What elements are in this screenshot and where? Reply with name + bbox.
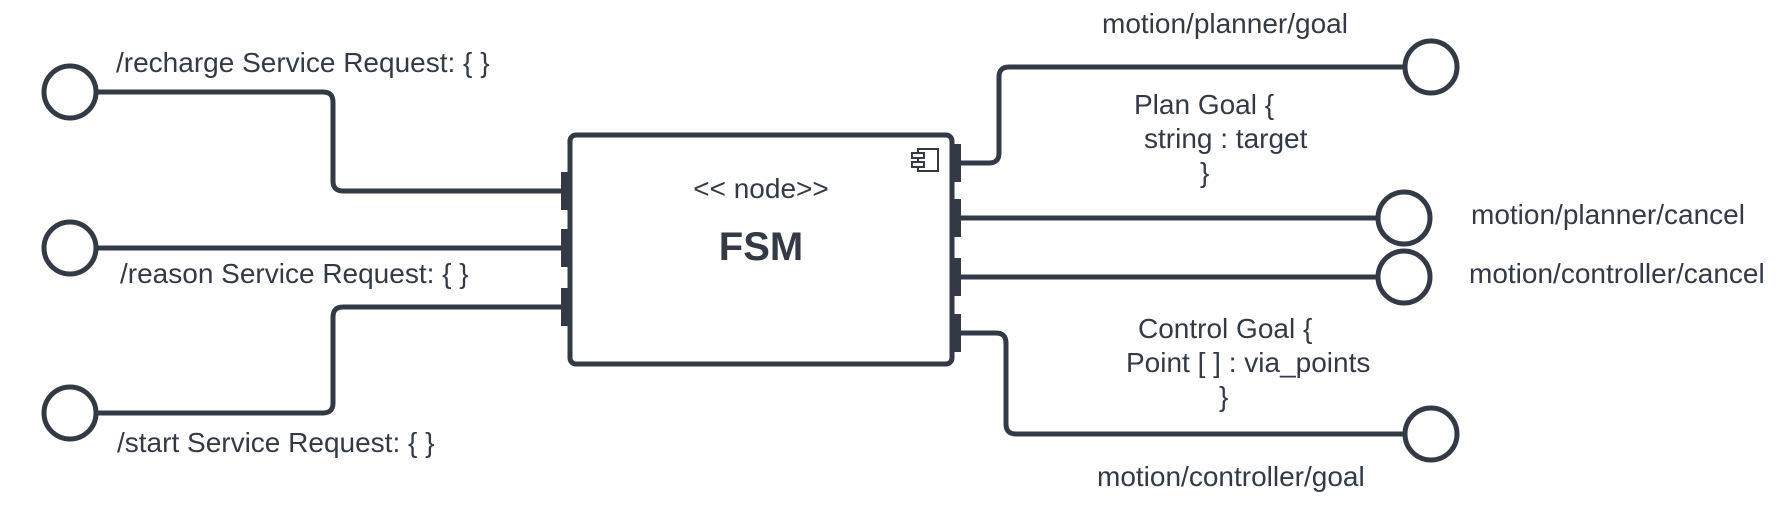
node-title: FSM — [719, 225, 803, 269]
planner-goal-label: motion/planner/goal — [1102, 8, 1348, 39]
start-wire — [92, 304, 568, 416]
plan-goal-line-3: } — [1200, 157, 1209, 188]
planner-cancel-interface-circle — [1375, 189, 1433, 247]
port-planner-goal — [952, 144, 961, 182]
uml-component-icon — [911, 148, 939, 172]
port-start — [561, 288, 570, 326]
port-recharge — [561, 172, 570, 210]
port-controller-goal — [952, 314, 961, 352]
controller-cancel-label: motion/controller/cancel — [1469, 258, 1765, 289]
port-planner-cancel — [952, 199, 961, 237]
controller-goal-label: motion/controller/goal — [1097, 461, 1365, 492]
control-goal-line-2: Point [ ] : via_points — [1126, 347, 1370, 378]
planner-cancel-label: motion/planner/cancel — [1471, 199, 1745, 230]
controller-goal-wire — [955, 330, 1411, 437]
port-reason — [561, 229, 570, 267]
controller-goal-interface-circle — [1402, 405, 1460, 463]
start-interface-circle — [41, 384, 99, 442]
controller-cancel-interface-circle — [1375, 248, 1433, 306]
control-goal-line-3: } — [1219, 381, 1228, 412]
port-controller-cancel — [952, 258, 961, 296]
node-stereotype: << node>> — [693, 173, 828, 204]
reason-label: /reason Service Request: { } — [120, 258, 469, 289]
planner-goal-interface-circle — [1402, 38, 1460, 96]
reason-interface-circle — [41, 219, 99, 277]
control-goal-line-1: Control Goal { — [1138, 313, 1312, 344]
recharge-wire — [92, 89, 568, 194]
recharge-interface-circle — [41, 63, 99, 121]
planner-goal-wire — [955, 64, 1411, 166]
recharge-label: /recharge Service Request: { } — [116, 47, 490, 78]
plan-goal-line-2: string : target — [1144, 123, 1308, 154]
plan-goal-line-1: Plan Goal { — [1134, 89, 1274, 120]
start-label: /start Service Request: { } — [117, 427, 435, 458]
